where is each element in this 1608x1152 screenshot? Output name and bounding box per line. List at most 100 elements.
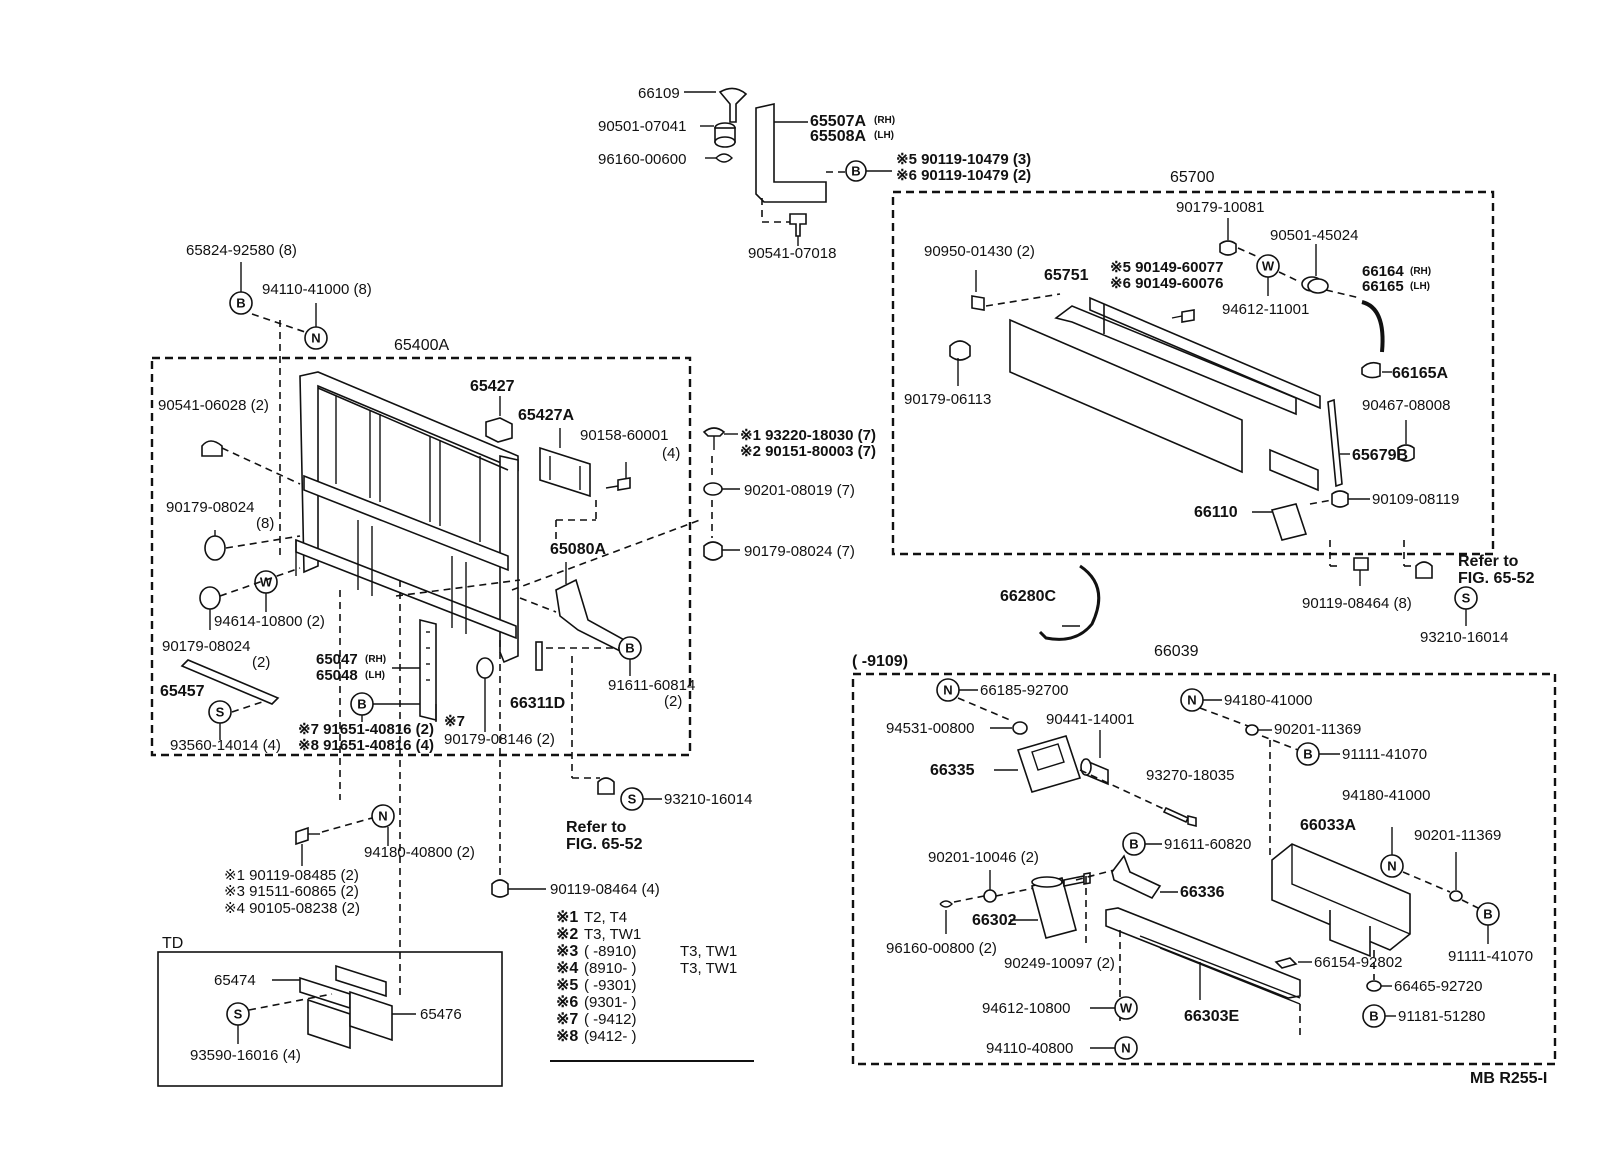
symbol-W-94612-11001: W	[1256, 254, 1280, 278]
label-66336: 66336	[1180, 884, 1225, 901]
label-66303E: 66303E	[1184, 1008, 1239, 1025]
symbol-B-91111-a: B	[1296, 742, 1320, 766]
part-66335-plate	[994, 735, 1082, 793]
svg-text:(8910- ): (8910- )	[584, 960, 637, 977]
svg-text:T3, TW1: T3, TW1	[584, 926, 641, 943]
legend: ※1 T2, T4 ※2 T3, TW1 ※3 ( -8910) T3, TW1…	[556, 909, 737, 1045]
label-65476: 65476	[420, 1006, 462, 1023]
svg-text:N: N	[1387, 859, 1396, 874]
legend-item: ※1 T2, T4	[556, 909, 627, 926]
label-65507A: 65507A	[810, 113, 866, 130]
symbol-S-93210-b: S	[620, 787, 644, 811]
legend-item: ※6 (9301- )	[556, 994, 637, 1011]
part-66465-washer	[1366, 980, 1392, 992]
label-mb-ref: MB R255-I	[1470, 1070, 1547, 1087]
label-66033A: 66033A	[1300, 817, 1356, 834]
part-90149-bolt	[1171, 309, 1195, 323]
label-2-90151: ※2 90151-80003 (7)	[740, 443, 876, 460]
part-90201-11369-b	[1449, 852, 1463, 902]
part-66109	[684, 87, 748, 123]
box-65400A	[150, 356, 692, 757]
label-93210-16014-b: 93210-16014	[664, 791, 752, 808]
label-9109: ( -9109)	[852, 653, 908, 670]
svg-text:B: B	[1303, 747, 1312, 762]
label-90541-06028: 90541-06028 (2)	[158, 397, 269, 414]
label-94180-41000-a: 94180-41000	[1224, 692, 1312, 709]
part-90201-10046	[983, 870, 997, 903]
label-65824: 65824-92580 (8)	[186, 242, 297, 259]
label-90179-08024-7: 90179-08024 (7)	[744, 543, 855, 560]
part-66154-clip	[1274, 957, 1312, 969]
label-66039: 66039	[1154, 643, 1199, 660]
legend-item: ※4 (8910- ) T3, TW1	[556, 960, 737, 977]
label-refer2a: Refer to	[566, 819, 627, 836]
label-93210-16014-a: 93210-16014	[1420, 629, 1508, 646]
label-66185: 66185-92700	[980, 682, 1068, 699]
part-90179-08024-upper	[204, 530, 226, 561]
svg-text:B: B	[851, 164, 860, 179]
part-65427A-plate	[539, 428, 591, 498]
label-90179-10081: 90179-10081	[1176, 199, 1264, 216]
part-66110	[1252, 503, 1308, 541]
label-91111-41070-a: 91111-41070	[1342, 746, 1427, 763]
label-7-91651: ※7 91651-40816 (2)	[298, 721, 434, 738]
svg-text:※1: ※1	[556, 909, 578, 926]
label-65427A: 65427A	[518, 407, 574, 424]
label-94531: 94531-00800	[886, 720, 974, 737]
label-93270: 93270-18035	[1146, 767, 1234, 784]
label-65048-lh: (LH)	[365, 670, 385, 681]
label-refer1a: Refer to	[1458, 553, 1519, 570]
svg-text:S: S	[234, 1007, 243, 1022]
symbol-S-93590: S	[226, 1002, 250, 1026]
svg-text:B: B	[625, 641, 634, 656]
part-90541-07018	[789, 213, 807, 246]
symbol-N-94110: N	[304, 326, 328, 350]
label-90201-11369-b: 90201-11369	[1414, 827, 1501, 844]
label-90201-08019: 90201-08019 (7)	[744, 482, 855, 499]
symbol-B-top: B	[845, 160, 867, 182]
label-90179-08024-b: 90179-08024	[162, 638, 250, 655]
part-90501-45024	[1301, 244, 1329, 294]
label-5-90119: ※5 90119-10479 (3)	[896, 151, 1031, 168]
part-93270-bolt	[1162, 806, 1197, 828]
label-96160-00600: 96160-00600	[598, 151, 686, 168]
svg-text:W: W	[1262, 259, 1275, 274]
label-66109: 66109	[638, 85, 680, 102]
label-90179-06113: 90179-06113	[904, 391, 991, 408]
svg-text:W: W	[260, 575, 273, 590]
symbol-B-65824: B	[229, 291, 253, 315]
symbol-N-66185: N	[936, 678, 960, 702]
symbol-S-93560: S	[208, 700, 232, 724]
svg-text:B: B	[1369, 1009, 1378, 1024]
label-66165A: 66165A	[1392, 365, 1448, 382]
label-65751: 65751	[1044, 267, 1089, 284]
label-90179-08024-top-q: (8)	[256, 515, 274, 532]
label-66302: 66302	[972, 912, 1017, 929]
label-93560-14014: 93560-14014 (4)	[170, 737, 281, 754]
part-65679B	[1327, 398, 1350, 488]
svg-text:( -9412): ( -9412)	[584, 1011, 637, 1028]
label-65457: 65457	[160, 683, 205, 700]
legend-item: ※8 (9412- )	[556, 1028, 637, 1045]
part-66280C-cable	[1038, 564, 1101, 641]
part-65427-block	[485, 396, 513, 443]
part-90541-06028	[201, 440, 223, 457]
part-90179-08024-lower	[199, 586, 221, 610]
label-94614-10800: 94614-10800 (2)	[214, 613, 325, 630]
label-94612-10800: 94612-10800	[982, 1000, 1070, 1017]
symbol-B-91611-60820: B	[1122, 832, 1146, 856]
part-90179-10081	[1219, 218, 1237, 256]
label-66110: 66110	[1194, 504, 1238, 521]
svg-text:T3, TW1: T3, TW1	[680, 960, 737, 977]
svg-text:B: B	[357, 697, 366, 712]
svg-text:N: N	[1121, 1041, 1130, 1056]
legend-item: ※3 ( -8910) T3, TW1	[556, 943, 737, 960]
label-90158-60001: 90158-60001	[580, 427, 668, 444]
part-65474-plate	[299, 964, 393, 1050]
label-66165-lh: (LH)	[1410, 281, 1430, 292]
part-66164-hook	[1361, 300, 1385, 353]
label-star7: ※7	[444, 713, 465, 730]
label-90950-01430: 90950-01430 (2)	[924, 243, 1035, 260]
part-66311D-pin	[535, 641, 543, 671]
